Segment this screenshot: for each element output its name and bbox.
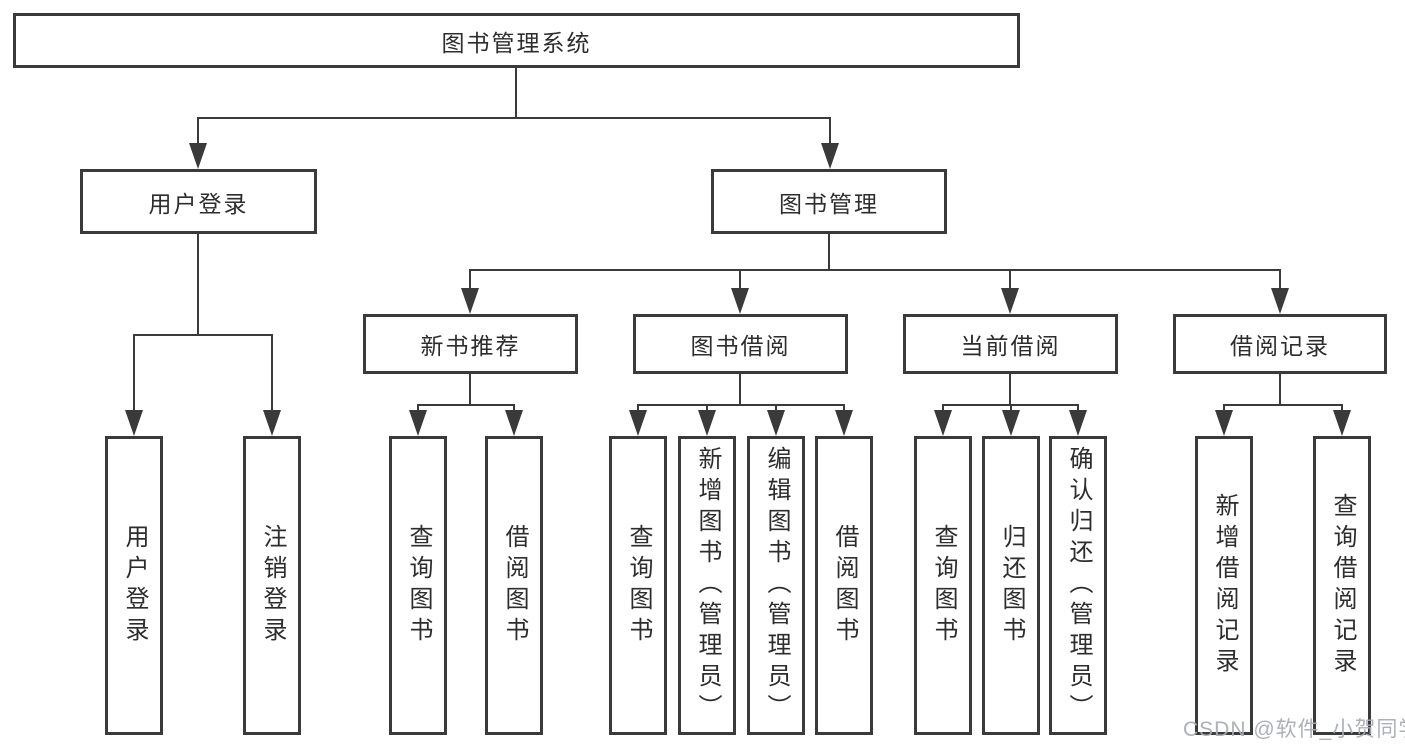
arrow-down-icon [698, 410, 716, 436]
connector-line [133, 334, 273, 336]
connector-line [1009, 269, 1011, 290]
arrow-down-icon [629, 410, 647, 436]
leaf-borrow-books-label: 借阅图书 [831, 523, 858, 648]
leaf-borrow-query-books: 查询图书 [609, 436, 667, 735]
node-borrow-records-label: 借阅记录 [1230, 333, 1330, 359]
leaf-confirm-return-admin: 确认归还（管理员） [1049, 436, 1107, 735]
connector-line [739, 374, 741, 406]
arrow-down-icon [1333, 410, 1351, 436]
leaf-add-books-admin: 新增图书（管理员） [678, 436, 736, 735]
connector-line [197, 117, 199, 146]
arrow-down-icon [821, 143, 839, 169]
arrow-down-icon [1069, 410, 1087, 436]
connector-line [515, 68, 517, 118]
node-book-management: 图书管理 [711, 169, 947, 234]
connector-line [828, 234, 830, 271]
connector-line [1223, 404, 1343, 406]
connector-line [417, 404, 419, 412]
leaf-logout-label: 注销登录 [259, 523, 286, 648]
leaf-borrow-books: 借阅图书 [815, 436, 873, 735]
connector-line [1279, 374, 1281, 406]
node-new-book-recommend: 新书推荐 [363, 314, 578, 374]
leaf-recommend-borrow-books-label: 借阅图书 [501, 523, 528, 648]
arrow-down-icon [1002, 410, 1020, 436]
leaf-current-query-books: 查询图书 [914, 436, 972, 735]
connector-line [469, 269, 471, 290]
node-borrow-records: 借阅记录 [1173, 314, 1387, 374]
connector-line [637, 404, 845, 406]
connector-line [133, 334, 135, 412]
connector-line [775, 404, 777, 412]
node-user-login-label: 用户登录 [148, 190, 249, 217]
leaf-edit-books-admin: 编辑图书（管理员） [747, 436, 805, 735]
leaf-query-borrow-record-label: 查询借阅记录 [1329, 492, 1356, 679]
leaf-edit-books-admin-label: 编辑图书（管理员） [763, 446, 790, 725]
leaf-recommend-borrow-books: 借阅图书 [485, 436, 543, 735]
connector-line [1010, 404, 1012, 412]
node-book-management-label: 图书管理 [779, 190, 879, 217]
arrow-down-icon [189, 143, 207, 169]
connector-line [197, 234, 199, 336]
arrow-down-icon [767, 410, 785, 436]
leaf-borrow-query-books-label: 查询图书 [625, 523, 652, 648]
connector-line [942, 404, 944, 412]
leaf-current-query-books-label: 查询图书 [930, 523, 957, 648]
leaf-recommend-query-books-label: 查询图书 [405, 523, 432, 648]
arrow-down-icon [934, 410, 952, 436]
connector-line [197, 117, 831, 119]
connector-line [1279, 269, 1281, 290]
arrow-down-icon [125, 410, 143, 436]
arrow-down-icon [263, 410, 281, 436]
connector-line [829, 117, 831, 146]
connector-line [1077, 404, 1079, 412]
arrow-down-icon [409, 410, 427, 436]
leaf-confirm-return-admin-label: 确认归还（管理员） [1065, 446, 1092, 725]
leaf-query-borrow-record: 查询借阅记录 [1313, 436, 1371, 735]
leaf-logout: 注销登录 [243, 436, 301, 735]
connector-line [1341, 404, 1343, 412]
node-book-borrow: 图书借阅 [633, 314, 848, 374]
connector-line [637, 404, 639, 412]
node-user-login: 用户登录 [80, 169, 317, 234]
csdn-watermark: CSDN @软件_小贺同学 [1183, 718, 1405, 741]
leaf-recommend-query-books: 查询图书 [389, 436, 447, 735]
connector-line [843, 404, 845, 412]
connector-line [739, 269, 741, 290]
arrow-down-icon [731, 288, 749, 314]
leaf-return-books: 归还图书 [982, 436, 1040, 735]
leaf-return-books-label: 归还图书 [998, 523, 1025, 648]
connector-line [469, 374, 471, 406]
connector-line [1009, 374, 1011, 406]
leaf-add-books-admin-label: 新增图书（管理员） [694, 446, 721, 725]
connector-line [271, 334, 273, 412]
node-current-borrow-label: 当前借阅 [960, 333, 1061, 359]
node-book-borrow-label: 图书借阅 [690, 333, 791, 359]
connector-line [513, 404, 515, 412]
arrow-down-icon [1001, 288, 1019, 314]
connector-line [417, 404, 515, 406]
arrow-down-icon [835, 410, 853, 436]
leaf-user-login-label: 用户登录 [121, 523, 148, 648]
leaf-add-borrow-record-label: 新增借阅记录 [1211, 492, 1238, 679]
arrow-down-icon [1271, 288, 1289, 314]
arrow-down-icon [1215, 410, 1233, 436]
arrow-down-icon [505, 410, 523, 436]
leaf-add-borrow-record: 新增借阅记录 [1195, 436, 1253, 735]
connector-line [469, 269, 1281, 271]
leaf-user-login: 用户登录 [105, 436, 163, 735]
node-root: 图书管理系统 [13, 13, 1020, 68]
arrow-down-icon [461, 288, 479, 314]
connector-line [706, 404, 708, 412]
node-root-label: 图书管理系统 [441, 29, 592, 56]
node-current-borrow: 当前借阅 [903, 314, 1118, 374]
connector-line [1223, 404, 1225, 412]
node-new-book-recommend-label: 新书推荐 [420, 333, 521, 359]
